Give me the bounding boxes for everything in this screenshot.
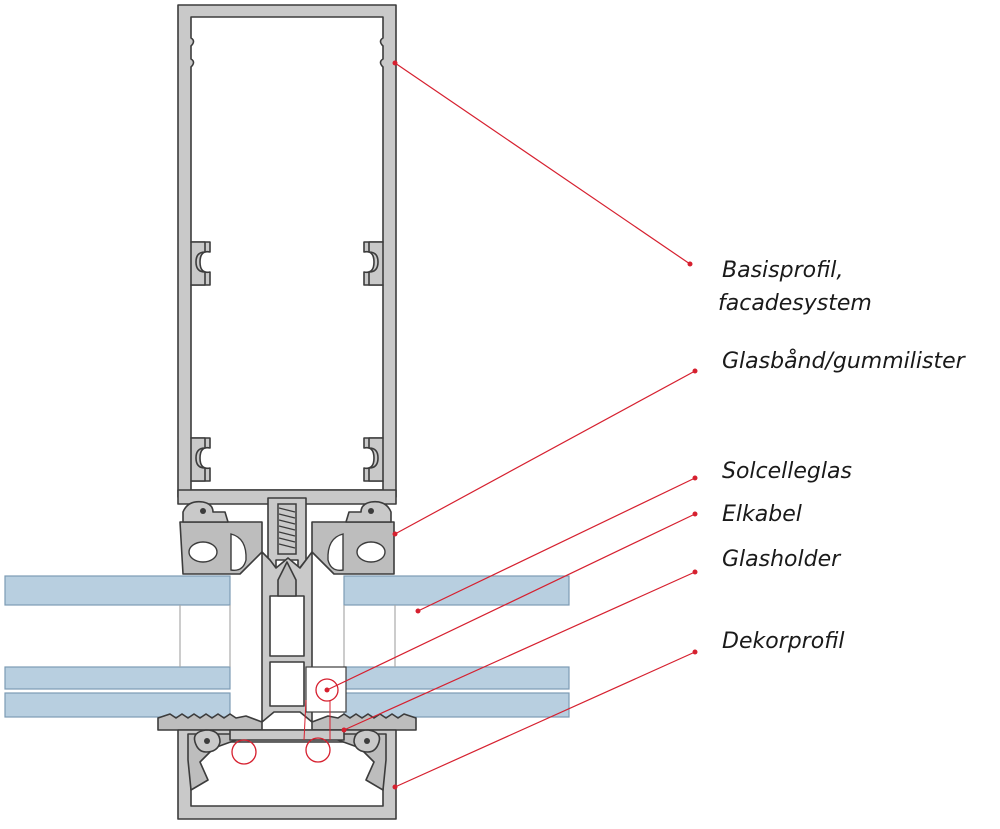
decor-hook-left-dot [204,738,210,744]
decor-center-bar [229,729,345,741]
leader-dekorprofil-dot-start [392,784,398,790]
leader-dekorprofil [394,651,696,788]
leader-elkabel-dot-start [324,687,330,693]
label-glasbaand: Glasbånd/gummilister [722,349,965,374]
cable-circle-right [305,737,331,763]
leader-glasholder-dot-start [341,727,347,733]
clip-left-dot [200,508,206,514]
decor-hook-right-dot [364,738,370,744]
leader-basisprofil-dot-start [392,60,398,66]
hook-left-lower [190,437,206,482]
label-elkabel: Elkabel [722,502,802,527]
gasket-right-hole-a [356,541,386,563]
leader-solcelleglas [417,477,696,612]
decor-profile [177,699,397,820]
leader-glasholder-dot-end [692,569,698,575]
cable-circle-left [231,739,257,765]
label-dekorprofil: Dekorprofil [722,629,845,654]
leader-basisprofil-dot-end [687,261,693,267]
screw-core [277,503,297,555]
label-solcelleglas: Solcelleglas [722,459,852,484]
gasket-left-hole-a [188,541,218,563]
glass-pane-right-lower-1 [343,666,570,690]
glass-pane-left-lower-1 [4,666,231,690]
leader-solcelleglas-dot-end [692,475,698,481]
gasket-lower-right [311,713,417,731]
base-profile [177,4,397,505]
clip-right-dot [368,508,374,514]
leader-lines [324,60,698,790]
gasket-left-hole-b [230,533,247,571]
glass-pane-left-lower-2 [4,692,231,718]
label-glasholder: Glasholder [722,547,841,572]
leader-glasholder [343,571,696,731]
solar-glass-panes [4,575,570,718]
hook-left-upper [190,241,206,286]
leader-elkabel [326,513,696,691]
gaskets-lower [157,713,417,731]
screw-threads [278,507,296,549]
glass-pane-right-upper [343,575,570,606]
cable-lead-a [303,699,307,741]
label-basisprofil-line2: facadesystem [718,291,872,316]
base-profile-body [177,4,397,498]
leader-glasbaand [394,370,696,535]
leader-elkabel-dot-end [692,511,698,517]
label-basisprofil-line1: Basisprofil, [722,258,844,283]
hook-right-upper [368,241,384,286]
leader-solcelleglas-dot-start [415,608,421,614]
gasket-right-hole-b [327,533,344,571]
gasket-lower-left [157,713,263,731]
glass-pane-left-upper [4,575,231,606]
gaskets-upper [179,500,395,575]
leader-glasbaand-dot-end [692,368,698,374]
leader-basisprofil [394,62,691,265]
leader-dekorprofil-dot-end [692,649,698,655]
leader-glasbaand-dot-start [392,531,398,537]
elkabel-marker-circle [315,678,339,702]
hook-right-lower [368,437,384,482]
glass-holder [261,551,347,723]
glass-pane-right-lower-2 [343,692,570,718]
glass-holder-arrow [277,561,297,597]
